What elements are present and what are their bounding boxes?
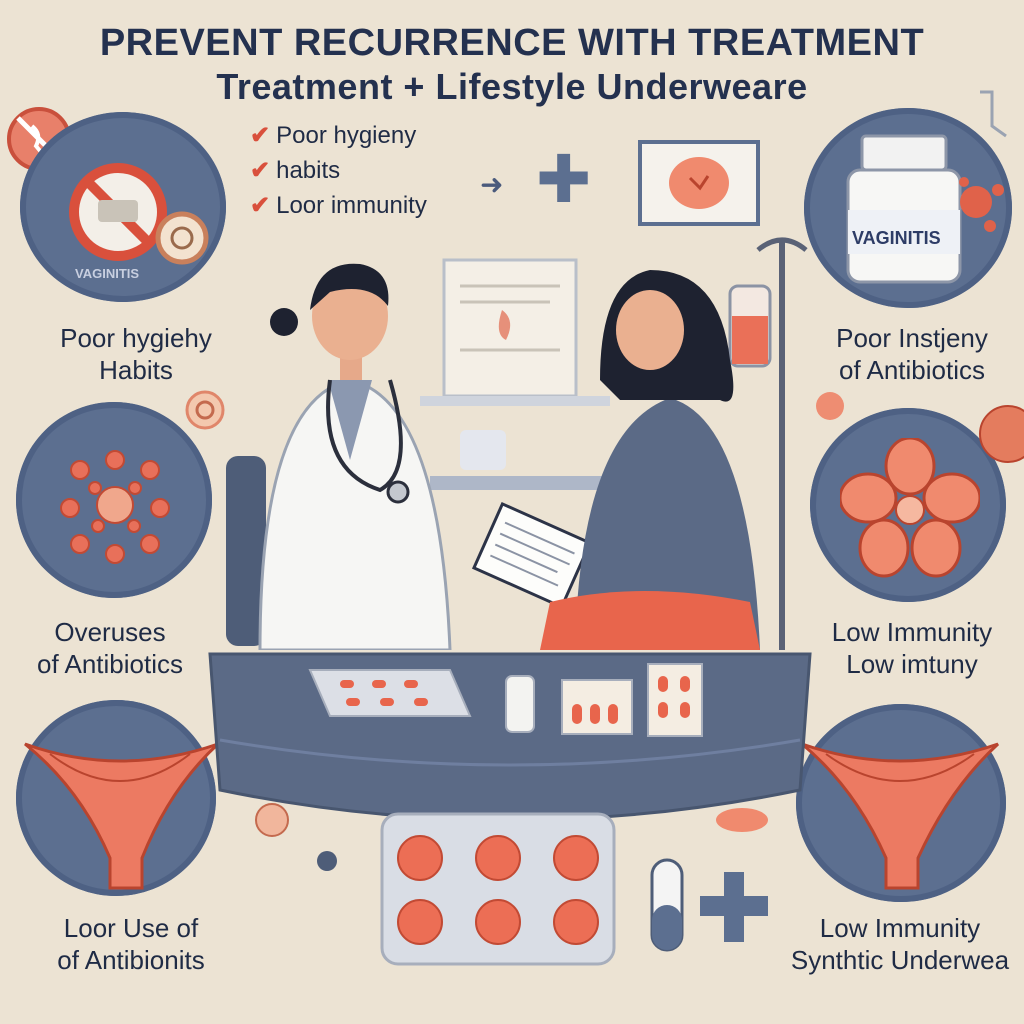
checklist-item: ✔habits [250, 153, 427, 188]
check-icon: ✔ [250, 192, 271, 219]
bottle-label: VAGINITIS [852, 228, 941, 248]
right-bottom-label: Low Immunity Synthtic Underwea [776, 912, 1024, 976]
left-bottom-label-line2: of Antibionits [57, 945, 205, 975]
flower-icon [840, 438, 980, 578]
consultation-scene [226, 237, 808, 650]
dot-icon [317, 851, 337, 871]
bacteria-icon [255, 803, 289, 837]
right-top-label-line1: Poor Instjeny [836, 323, 988, 353]
arrow-right-icon: ➜ [480, 169, 504, 200]
left-middle-label: Overuses of Antibiotics [0, 616, 220, 680]
medicine-bottle-icon [846, 134, 1004, 284]
underwear-icon [24, 742, 220, 890]
right-middle-label-line2: Low imtuny [846, 649, 978, 679]
checklist-item-text: Loor immunity [276, 192, 427, 219]
plus-icon: ✚ [536, 142, 592, 216]
right-middle-label-line1: Low Immunity [831, 617, 993, 647]
capsule-plus-icon [650, 858, 768, 952]
checklist-item: ✔Poor hygieny [250, 118, 427, 153]
bacteria-cluster-icon [60, 450, 170, 564]
circle-caption: VAGINITIS [75, 266, 140, 281]
page-title: PREVENT RECURRENCE WITH TREATMENT [99, 22, 925, 64]
ring-icon [185, 390, 225, 430]
hanger-icon [980, 90, 1007, 138]
leaf-icon [979, 405, 1024, 463]
checklist-item-text: habits [276, 157, 341, 184]
pill-icon [716, 808, 768, 832]
right-bottom-label-line1: Low Immunity [819, 913, 981, 943]
check-icon: ✔ [250, 157, 271, 184]
underwear-icon [801, 742, 1000, 890]
check-icon: ✔ [250, 122, 271, 149]
left-top-label-line2: Habits [99, 355, 173, 385]
left-top-label: Poor hygiehy Habits [16, 322, 256, 386]
desk [208, 652, 812, 822]
right-top-label: Poor Instjeny of Antibiotics [800, 322, 1024, 386]
checklist-item: ✔Loor immunity [250, 188, 427, 223]
left-bottom-label-line1: Loor Use of [63, 913, 199, 943]
framed-picture-icon [638, 140, 760, 226]
checklist-item-text: Poor hygieny [276, 122, 417, 149]
left-middle-label-line2: of Antibiotics [37, 649, 183, 679]
right-bottom-label-line2: Synthtic Underwea [790, 945, 1010, 975]
left-top-label-line1: Poor hygiehy [60, 323, 212, 353]
left-middle-label-line1: Overuses [54, 617, 166, 647]
blister-pack-icon [380, 812, 616, 966]
left-bottom-label: Loor Use of of Antibionits [16, 912, 246, 976]
no-entry-sign-icon [69, 163, 209, 265]
right-middle-label: Low Immunity Low imtuny [800, 616, 1024, 680]
risk-checklist: ✔Poor hygieny ✔habits ✔Loor immunity [250, 118, 427, 223]
page-subtitle: Treatment + Lifestyle Underweare [216, 66, 808, 107]
right-top-label-line2: of Antibiotics [839, 355, 985, 385]
bacteria-icon [816, 392, 844, 420]
